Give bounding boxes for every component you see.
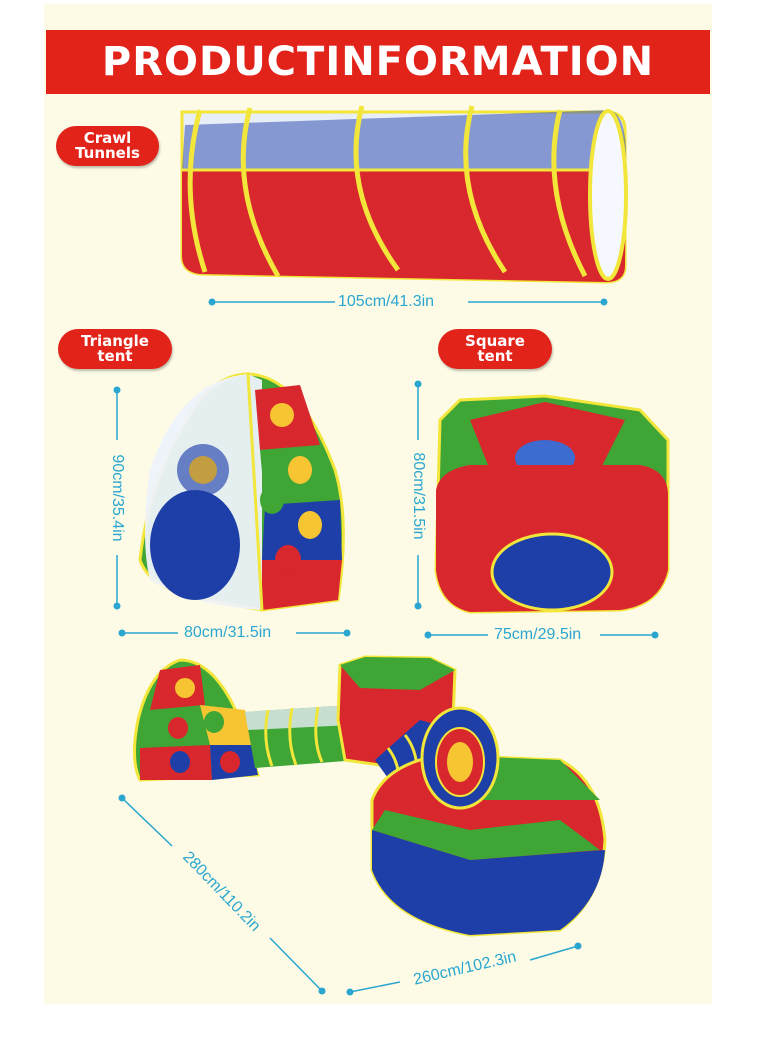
crawl-tunnels-label: Crawl Tunnels	[56, 126, 159, 166]
square-tent-label: Square tent	[438, 329, 552, 369]
tunnel-length-dimension: 105cm/41.3in	[338, 293, 435, 310]
page-title: PRODUCTINFORMATION	[101, 39, 655, 85]
crawl-tunnel-image	[180, 105, 628, 284]
crawl-label-line1: Crawl	[83, 129, 132, 147]
square-label-line1: Square	[465, 332, 525, 350]
crawl-label-line2: Tunnels	[75, 144, 140, 162]
square-width-dimension: 75cm/29.5in	[494, 626, 582, 643]
square-tent-image	[434, 394, 670, 614]
full-set-image	[133, 655, 607, 937]
triangle-tent-image	[138, 372, 345, 612]
square-label-line2: tent	[477, 347, 513, 365]
triangle-height-dimension: 90cm/35.4in	[109, 454, 126, 542]
square-height-dimension: 80cm/31.5in	[410, 452, 427, 540]
triangle-label-line1: Triangle	[81, 332, 149, 350]
triangle-width-dimension: 80cm/31.5in	[184, 624, 272, 641]
triangle-tent-label: Triangle tent	[58, 329, 172, 369]
triangle-label-line2: tent	[97, 347, 133, 365]
title-banner: PRODUCTINFORMATION	[46, 30, 710, 94]
dimension-lines	[113, 298, 659, 996]
